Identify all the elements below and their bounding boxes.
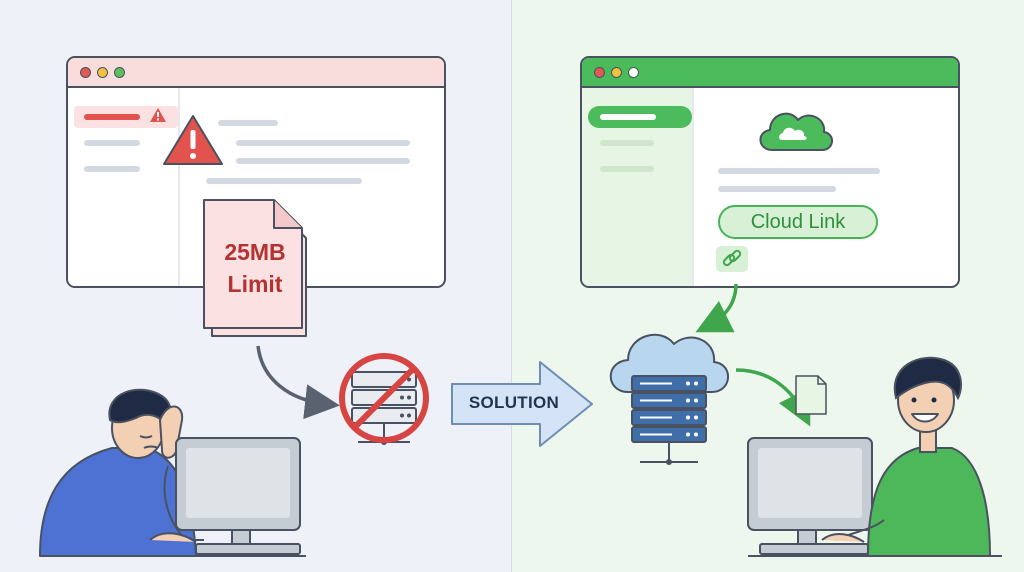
document-icon [795, 375, 827, 415]
minimize-dot [97, 67, 108, 78]
email-window-success [580, 56, 960, 288]
solution-arrow-label: SOLUTION [468, 393, 560, 412]
file-size-value: 25MB [224, 239, 286, 265]
sidebar-line [84, 114, 140, 120]
content-line [718, 186, 836, 192]
email-window-error [66, 56, 446, 288]
maximize-dot [628, 67, 639, 78]
flow-arrow [695, 283, 738, 333]
sidebar-line [600, 114, 656, 120]
minimize-dot [611, 67, 622, 78]
window-title-bar [582, 58, 958, 88]
close-dot [80, 67, 91, 78]
happy-user [821, 356, 991, 557]
warning-icon [150, 108, 166, 122]
desktop-computer [149, 437, 301, 555]
content-line [218, 120, 278, 126]
panel-divider [511, 0, 512, 572]
content-line [718, 168, 880, 174]
window-title-bar [68, 58, 444, 88]
blocked-server-icon [339, 353, 429, 445]
cloud-link-button[interactable]: Cloud Link [718, 205, 878, 239]
cloud-icon [759, 112, 833, 151]
solution-arrow [451, 361, 593, 447]
sidebar-line [84, 166, 140, 172]
content-line [206, 178, 362, 184]
warning-icon [163, 115, 223, 165]
file-size-limit-label: 25MB Limit [210, 238, 300, 298]
sidebar-line [84, 140, 140, 146]
sidebar-line [600, 166, 654, 172]
link-icon [716, 246, 748, 272]
file-limit-word: Limit [227, 271, 283, 297]
flow-arrow [256, 345, 340, 420]
frustrated-user [39, 388, 204, 557]
desktop-computer [747, 437, 873, 555]
content-line [236, 140, 410, 146]
sidebar-line [600, 140, 654, 146]
maximize-dot [114, 67, 125, 78]
document-icon [203, 199, 307, 337]
content-line [236, 158, 410, 164]
server-icon [609, 333, 729, 465]
flow-arrow [735, 368, 811, 427]
close-dot [594, 67, 605, 78]
